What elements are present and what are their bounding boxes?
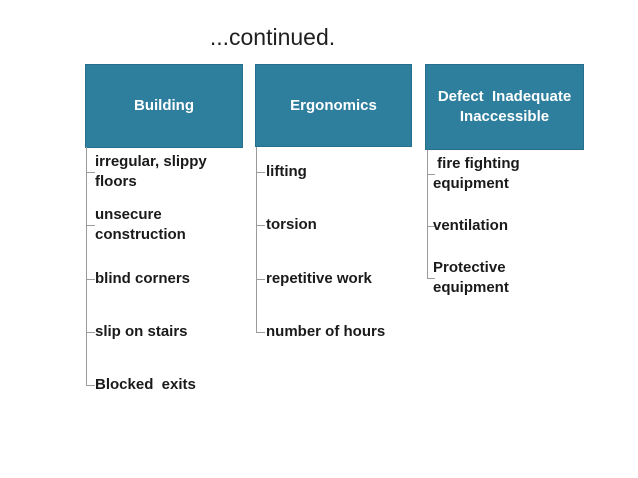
connector-tick bbox=[256, 172, 265, 173]
slide-title: ...continued. bbox=[209, 24, 336, 50]
connector-tick bbox=[86, 332, 95, 333]
list-item: slip on stairs bbox=[95, 323, 188, 340]
list-item: Blocked exits bbox=[95, 376, 196, 393]
connector-tick bbox=[427, 226, 435, 227]
list-item: irregular, slippy floors bbox=[95, 153, 207, 190]
list-item: fire fighting equipment bbox=[433, 155, 520, 192]
connector-tick bbox=[427, 174, 435, 175]
list-item: ventilation bbox=[433, 217, 509, 234]
list-item: blind corners bbox=[95, 270, 191, 287]
list-item: number of hours bbox=[266, 323, 386, 340]
connector-tick bbox=[86, 279, 95, 280]
connector-tick bbox=[86, 225, 95, 226]
connector-tick bbox=[256, 279, 265, 280]
building-header-label: Building bbox=[134, 97, 194, 114]
list-item: torsion bbox=[266, 216, 317, 233]
defect-header-label: Defect Inadequate Inaccessible bbox=[437, 88, 572, 125]
connector-line bbox=[86, 147, 87, 385]
building-header-box: Building bbox=[85, 64, 243, 148]
defect-header-box: Defect Inadequate Inaccessible bbox=[425, 64, 584, 150]
ergonomics-header-label: Ergonomics bbox=[290, 96, 377, 114]
list-item: unsecure construction bbox=[95, 206, 186, 243]
connector-tick bbox=[427, 278, 435, 279]
list-item: Protective equipment bbox=[433, 259, 509, 296]
ergonomics-header-box: Ergonomics bbox=[255, 64, 412, 147]
list-item: repetitive work bbox=[266, 270, 372, 287]
connector-line bbox=[256, 147, 257, 332]
connector-tick bbox=[256, 332, 265, 333]
connector-line bbox=[427, 150, 428, 278]
connector-tick bbox=[256, 225, 265, 226]
connector-tick bbox=[86, 172, 95, 173]
list-item: lifting bbox=[266, 163, 307, 180]
connector-tick bbox=[86, 385, 95, 386]
